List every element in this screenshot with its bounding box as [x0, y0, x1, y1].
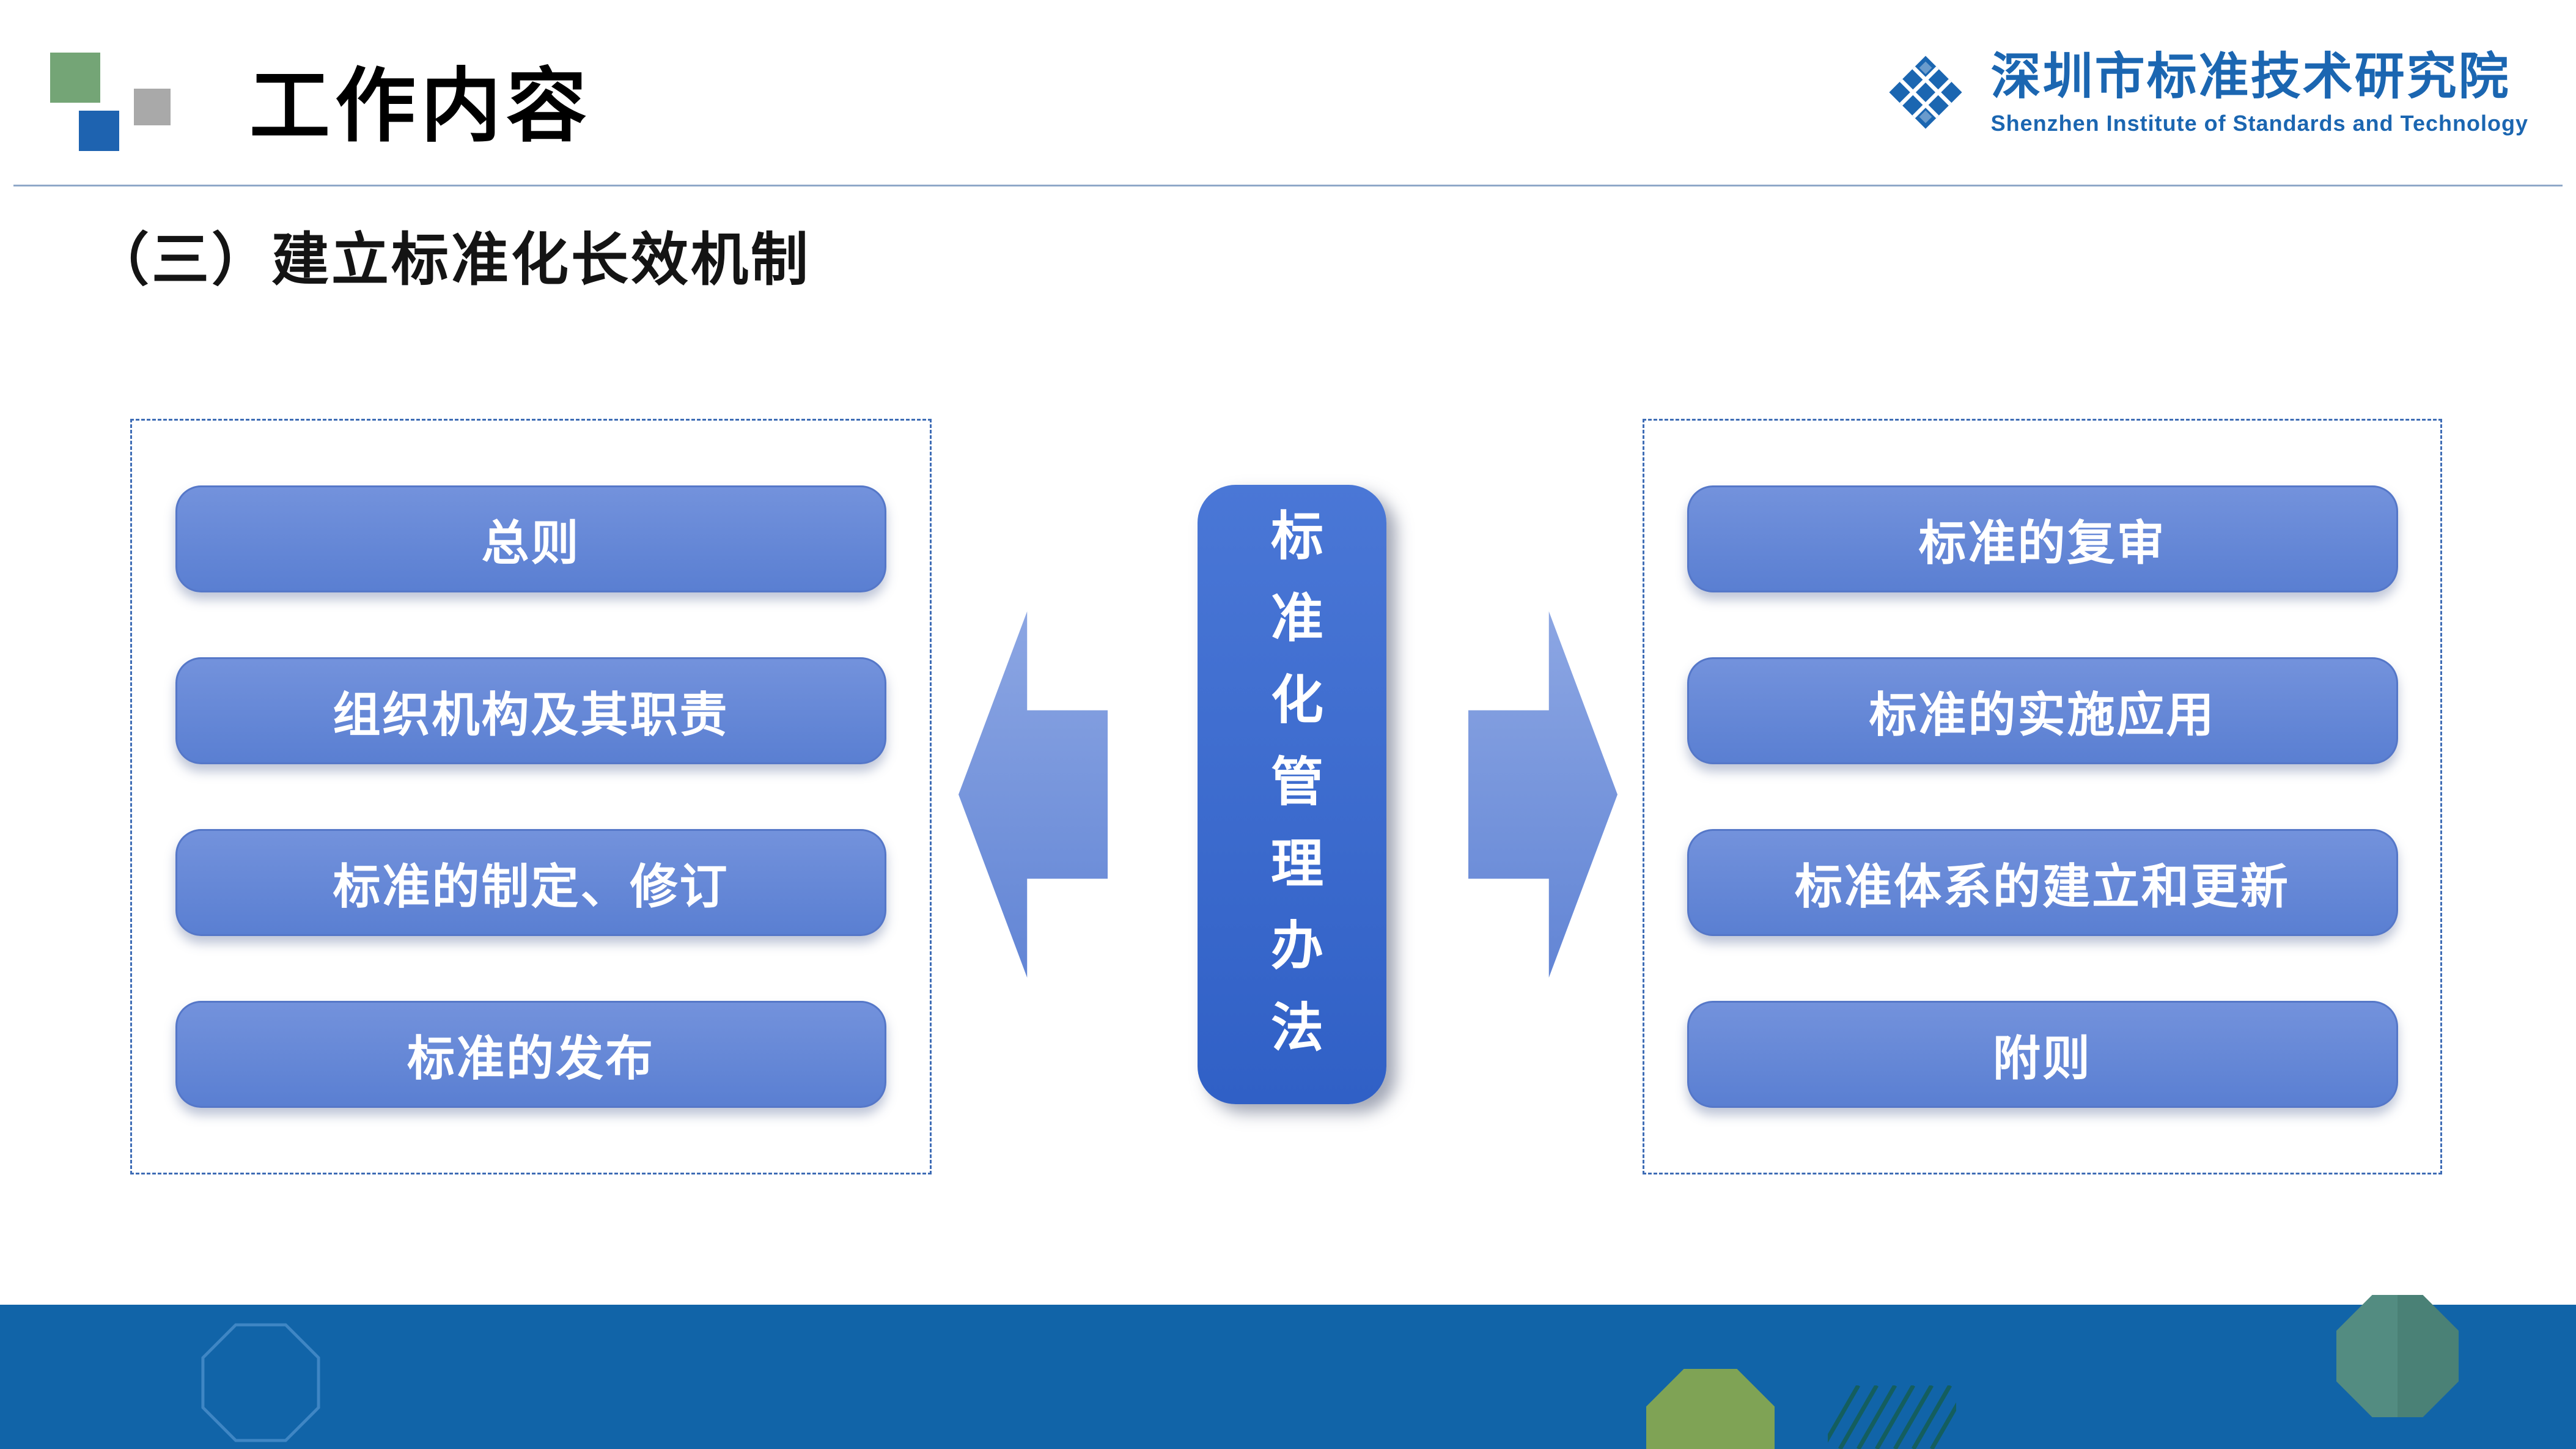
deco-square-blue	[79, 111, 119, 151]
deco-square-green	[50, 53, 100, 103]
logo-name-en: Shenzhen Institute of Standards and Tech…	[1990, 111, 2528, 136]
deco-square-gray	[134, 89, 171, 125]
deco-octagon-outline-icon	[201, 1323, 320, 1442]
arrow-right-icon	[1468, 611, 1617, 978]
right-group-box: 标准的复审 标准的实施应用 标准体系的建立和更新 附则	[1643, 419, 2442, 1174]
header-divider	[13, 185, 2563, 186]
right-item-1: 标准的复审	[1687, 485, 2398, 592]
deco-octagon-olive-icon	[1646, 1369, 1775, 1449]
institute-logo-text: 深圳市标准技术研究院 Shenzhen Institute of Standar…	[1991, 48, 2528, 136]
section-subtitle: （三）建立标准化长效机制	[92, 227, 811, 292]
left-item-1: 总则	[175, 485, 886, 592]
left-item-3: 标准的制定、修订	[175, 829, 886, 936]
left-item-2: 组织机构及其职责	[175, 657, 886, 764]
institute-logo-icon	[1889, 56, 1962, 129]
center-node: 标准化管理办法	[1198, 485, 1386, 1104]
footer-band	[0, 1305, 2576, 1449]
left-group-box: 总则 组织机构及其职责 标准的制定、修订 标准的发布	[130, 419, 932, 1174]
right-item-4: 附则	[1687, 1001, 2398, 1108]
left-item-4: 标准的发布	[175, 1001, 886, 1108]
page-title: 工作内容	[249, 61, 592, 151]
right-item-2: 标准的实施应用	[1687, 657, 2398, 764]
arrow-left-icon	[959, 611, 1108, 978]
deco-octagon-teal-icon	[2336, 1295, 2459, 1417]
deco-hatch-lines-icon	[1828, 1385, 1956, 1449]
center-node-label: 标准化管理办法	[1262, 507, 1322, 1082]
institute-logo: 深圳市标准技术研究院 Shenzhen Institute of Standar…	[1876, 43, 2528, 142]
logo-name-zh: 深圳市标准技术研究院	[1990, 48, 2511, 105]
right-item-3: 标准体系的建立和更新	[1687, 829, 2398, 936]
